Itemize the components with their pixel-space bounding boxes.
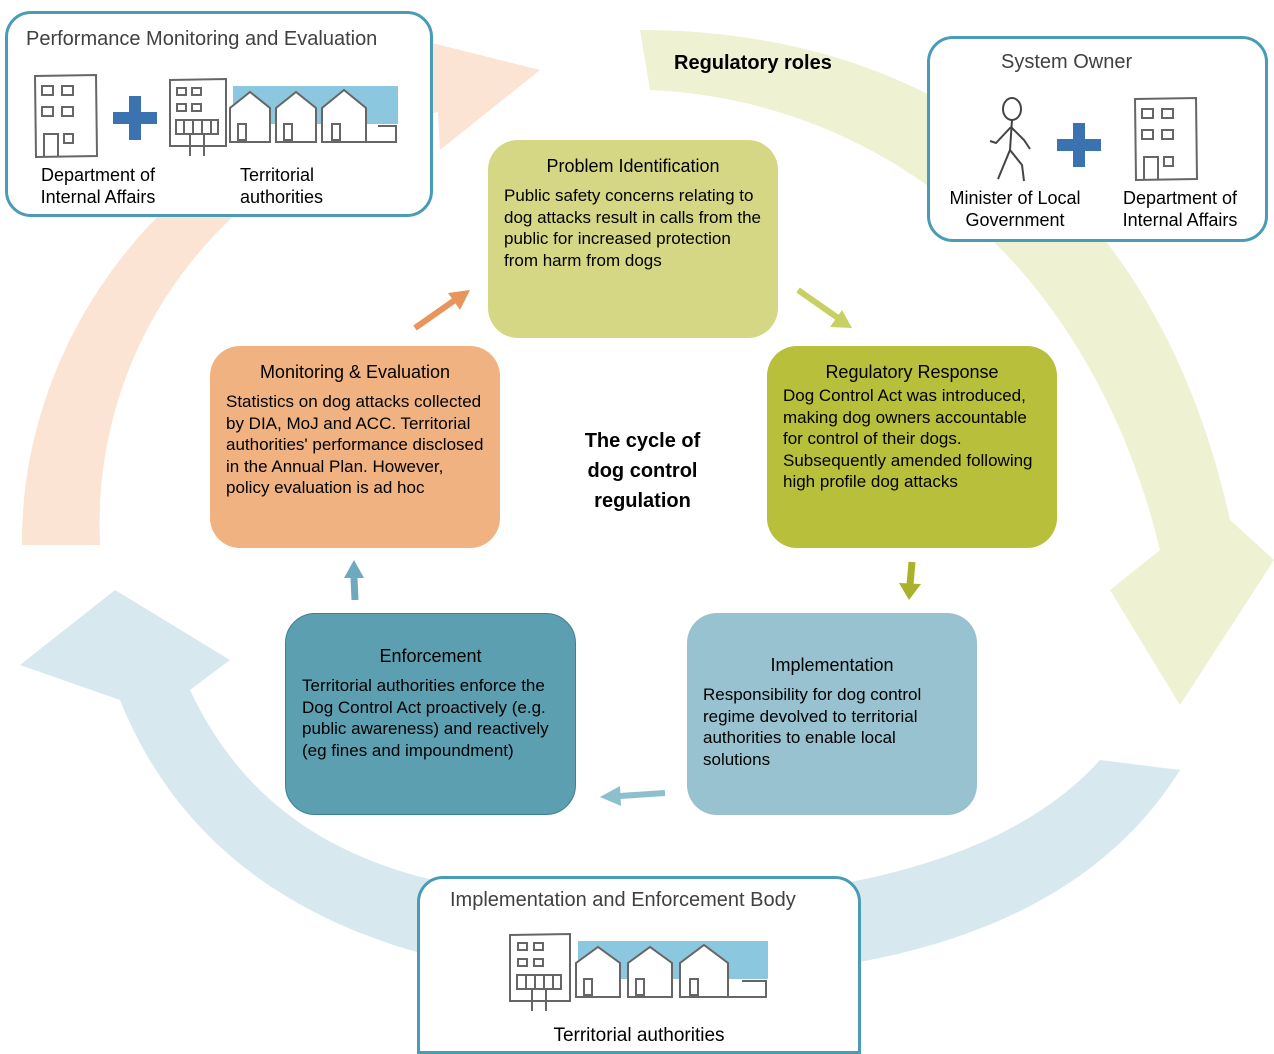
stage-enforcement: Enforcement Territorial authorities enfo… [285, 613, 576, 815]
office-building-icon [1133, 96, 1199, 182]
stage-description: Public safety concerns relating to dog a… [504, 186, 762, 270]
stage-regulatory-response: Regulatory Response Dog Control Act was … [767, 346, 1057, 548]
cycle-arrow-implementation-to-enforcement [600, 786, 666, 806]
role-title: System Owner [1001, 51, 1133, 73]
stage-monitoring-evaluation: Monitoring & Evaluation Statistics on do… [210, 346, 500, 548]
cycle-center-title: The cycle of dog control regulation [584, 430, 701, 512]
stage-title: Implementation [770, 655, 894, 675]
office-building-icon [33, 73, 99, 159]
town-buildings-icon [509, 932, 768, 1011]
stage-description: Territorial authorities enforce the Dog … [302, 676, 549, 760]
regulatory-roles-heading: Regulatory roles [674, 52, 832, 74]
cycle-arrow-monitoring-to-problem [413, 290, 470, 331]
stage-description: Statistics on dog attacks collected by D… [226, 392, 484, 497]
stage-description: Dog Control Act was introduced, making d… [783, 386, 1033, 491]
stage-title: Enforcement [379, 646, 482, 666]
role-label-dia: Department of Internal Affairs [1122, 188, 1238, 230]
cycle-arrow-response-to-implementation [899, 561, 921, 600]
cycle-arrow-problem-to-response [796, 287, 852, 328]
stage-implementation: Implementation Responsibility for dog co… [687, 613, 977, 815]
plus-icon [113, 96, 157, 140]
walking-person-icon [989, 97, 1031, 182]
arc-blue [20, 590, 1180, 980]
stage-title: Problem Identification [546, 156, 720, 176]
role-implementation-body: Implementation and Enforcement Body Terr… [417, 876, 861, 1054]
role-system-owner: System Owner Minister of Local Governmen… [927, 36, 1268, 242]
role-title: Performance Monitoring and Evaluation [26, 28, 378, 50]
stage-title: Monitoring & Evaluation [259, 362, 451, 382]
role-label-territorial: Territorial authorities [553, 1025, 725, 1046]
role-label-minister: Minister of Local Government [949, 188, 1081, 230]
town-buildings-icon [169, 77, 398, 156]
role-performance-monitoring: Performance Monitoring and Evaluation [5, 11, 433, 217]
role-title: Implementation and Enforcement Body [450, 889, 796, 911]
cycle-arrow-enforcement-to-monitoring [344, 560, 364, 601]
stage-description: Responsibility for dog control regime de… [703, 685, 922, 769]
plus-icon [1057, 123, 1101, 167]
stage-problem-identification: Problem Identification Public safety con… [488, 140, 778, 338]
role-label-dia: Department of Internal Affairs [40, 165, 156, 207]
stage-title: Regulatory Response [825, 362, 999, 382]
role-label-territorial: Territorial authorities [240, 165, 324, 207]
